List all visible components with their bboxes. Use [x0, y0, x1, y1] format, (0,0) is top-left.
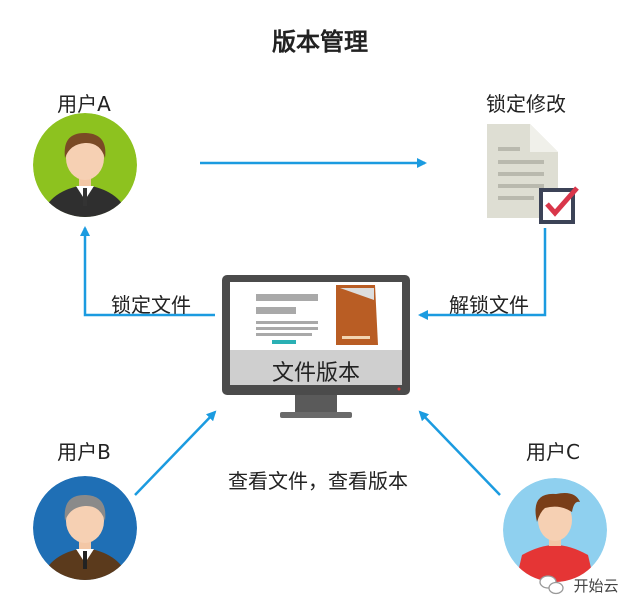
- avatar-user-a: [33, 113, 137, 217]
- arrow-lock-file: [80, 226, 215, 317]
- label-view: 查看文件，查看版本: [228, 469, 408, 493]
- monitor-icon: [222, 275, 410, 418]
- label-user-a: 用户A: [57, 92, 111, 116]
- label-lock-file: 锁定文件: [111, 293, 191, 317]
- wechat-icon: [539, 575, 564, 595]
- avatar-user-c: [503, 478, 607, 582]
- diagram-title: 版本管理: [272, 28, 368, 56]
- label-unlock-file: 解锁文件: [449, 293, 529, 317]
- label-user-c: 用户C: [526, 440, 580, 464]
- label-user-b: 用户B: [57, 440, 111, 464]
- arrow-b-view: [134, 410, 217, 496]
- monitor-label: 文件版本: [271, 361, 361, 386]
- locked-document-icon: [487, 124, 579, 224]
- watermark: 开始云: [573, 577, 619, 595]
- label-lock-edit: 锁定修改: [486, 92, 566, 116]
- avatar-user-b: [33, 476, 137, 580]
- arrow-unlock: [418, 228, 547, 320]
- arrow-c-view: [418, 410, 501, 496]
